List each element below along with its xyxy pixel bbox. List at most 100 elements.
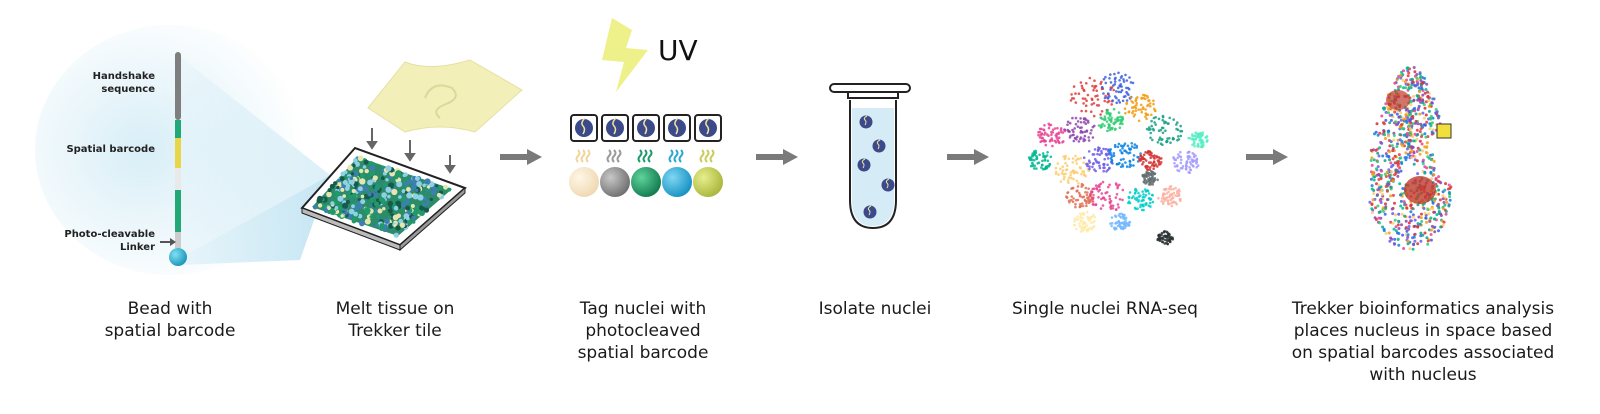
spatial-cell [1399, 76, 1403, 80]
umap-cell [1141, 190, 1144, 193]
umap-cell [1086, 229, 1089, 233]
umap-cell [1051, 128, 1055, 132]
spatial-cell [1383, 133, 1386, 137]
umap-cell [1161, 202, 1165, 205]
tile-bead [395, 225, 401, 231]
tile-bead [387, 208, 393, 214]
umap-cell [1176, 121, 1179, 124]
umap-cell [1148, 168, 1151, 171]
umap-cell [1151, 174, 1154, 177]
umap-cell [1115, 193, 1119, 196]
tile-bead [410, 204, 415, 208]
tile-bead [312, 204, 318, 210]
barcode-wave [709, 149, 715, 163]
spatial-cell [1396, 231, 1399, 235]
tile-bead [416, 181, 422, 187]
spatial-cell [1399, 193, 1402, 197]
bead [169, 248, 187, 266]
umap-cell [1069, 171, 1073, 174]
spatial-cell [1398, 85, 1402, 88]
umap-cell [1057, 131, 1061, 134]
umap-cell [1136, 96, 1139, 99]
umap-cell [1079, 157, 1082, 160]
spatial-cell [1411, 145, 1415, 149]
umap-cell [1094, 203, 1098, 207]
spatial-cell [1397, 220, 1401, 224]
spatial-cell [1421, 149, 1425, 153]
tile-bead [362, 165, 367, 169]
tile-bead [403, 181, 409, 187]
umap-cell [1100, 110, 1104, 113]
tile-bead [351, 216, 358, 223]
umap-cell [1129, 96, 1132, 99]
umap-cell [1035, 154, 1038, 158]
tile-bead [403, 172, 408, 177]
umap-cell [1192, 138, 1195, 141]
spatial-cell [1397, 170, 1401, 174]
umap-cell [1146, 168, 1149, 172]
umap-cell [1100, 149, 1103, 153]
umap-cell [1098, 183, 1101, 187]
umap-cell [1083, 117, 1086, 121]
spatial-cell [1423, 91, 1427, 95]
spatial-cell [1397, 212, 1401, 216]
spatial-cell [1413, 121, 1417, 125]
umap-cell [1179, 198, 1182, 201]
umap-cell [1167, 199, 1170, 202]
tile-bead [398, 195, 402, 199]
spatial-cell [1385, 198, 1389, 202]
spatial-cell [1387, 134, 1390, 138]
spatial-cell [1412, 83, 1416, 87]
umap-cell [1126, 144, 1130, 148]
umap-cell [1110, 224, 1113, 228]
spatial-cell [1374, 148, 1378, 152]
tile-bead [352, 163, 356, 168]
umap-cell [1162, 197, 1166, 200]
spatial-cell [1388, 158, 1391, 162]
umap-cell [1092, 114, 1096, 118]
umap-cell [1167, 190, 1170, 194]
spatial-cell [1391, 149, 1395, 153]
umap-cell [1044, 139, 1047, 143]
barcode-wave [585, 149, 591, 163]
umap-cell [1098, 153, 1102, 156]
umap-cell [1144, 203, 1148, 206]
umap-cell [1124, 161, 1127, 164]
umap-cell [1142, 204, 1145, 208]
spatial-cell [1384, 175, 1388, 178]
umap-cell [1048, 162, 1051, 166]
tile-bead [340, 214, 345, 218]
umap-cell [1113, 145, 1117, 148]
umap-cell [1118, 198, 1122, 201]
umap-cell [1089, 132, 1092, 135]
umap-cell [1071, 200, 1075, 203]
spatial-cell [1405, 121, 1409, 124]
linker-segment [175, 232, 181, 248]
umap-cell [1109, 81, 1113, 84]
umap-cell [1033, 164, 1036, 167]
umap-cell [1102, 163, 1106, 167]
umap-cell [1081, 204, 1085, 208]
spatial-cell [1389, 194, 1393, 198]
umap-cell [1041, 159, 1044, 163]
spatial-cell [1427, 109, 1431, 113]
tile-bead [406, 187, 411, 192]
tile-bead [360, 194, 365, 199]
spatial-cell [1404, 151, 1408, 155]
umap-cell [1098, 164, 1101, 167]
umap-cell [1032, 167, 1036, 170]
umap-cell [1160, 157, 1163, 160]
umap-cell [1045, 167, 1048, 170]
umap-cell [1114, 196, 1118, 199]
umap-cell [1082, 161, 1085, 164]
umap-cell [1144, 115, 1147, 118]
spatial-cell [1418, 112, 1422, 116]
umap-cell [1070, 195, 1074, 198]
umap-cell [1108, 200, 1112, 204]
tile-bead [423, 207, 430, 213]
umap-cell [1168, 116, 1171, 120]
spatial-cell [1411, 215, 1415, 219]
umap-cell [1101, 180, 1105, 184]
spatial-cell [1393, 237, 1397, 241]
umap-cell [1085, 99, 1088, 103]
